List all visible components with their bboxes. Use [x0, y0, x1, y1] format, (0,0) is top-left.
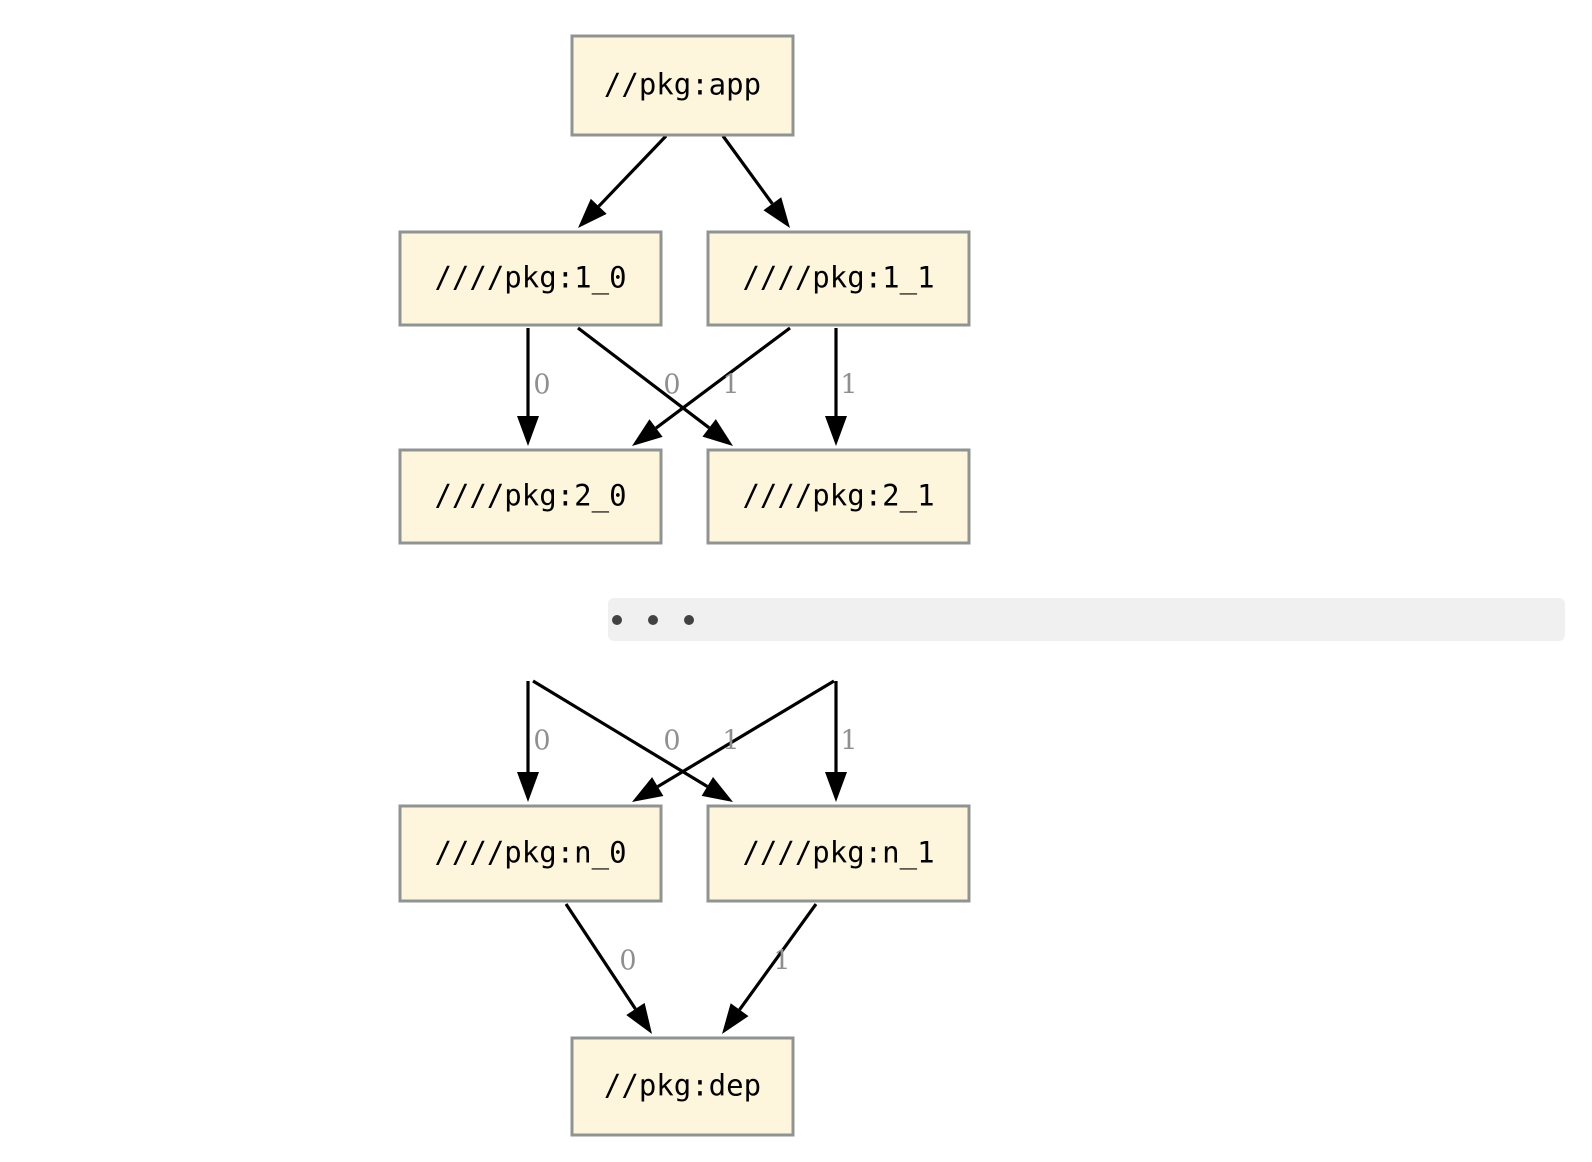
- node-box[interactable]: [398, 230, 663, 327]
- edge-label: 1: [773, 946, 790, 977]
- graph-node-n2_1[interactable]: ////pkg:2_1: [706, 448, 971, 545]
- edge-label: 1: [722, 726, 739, 757]
- node-label: //pkg:app: [604, 68, 761, 102]
- node-label: ////pkg:n_0: [434, 836, 626, 871]
- graph-edge: [632, 326, 791, 446]
- node-box[interactable]: [706, 230, 971, 327]
- edges-layer: [517, 134, 847, 1034]
- ellipsis-dot: [684, 615, 694, 625]
- edge-label: 1: [722, 370, 739, 401]
- node-label: ////pkg:1_0: [434, 261, 626, 296]
- graph-node-n1_0[interactable]: ////pkg:1_0: [398, 230, 663, 327]
- graph-edge: [517, 681, 539, 802]
- node-box[interactable]: [398, 804, 663, 903]
- node-box[interactable]: [570, 1036, 795, 1137]
- node-box[interactable]: [706, 448, 971, 545]
- graph-edge: [532, 679, 733, 802]
- graph-edge: [722, 903, 818, 1034]
- edge-label: 1: [840, 370, 857, 401]
- ellipsis-separator: [608, 598, 1565, 641]
- edge-label: 0: [663, 370, 680, 401]
- graph-edge: [578, 134, 668, 228]
- graph-edge: [632, 679, 835, 802]
- edge-label: 0: [663, 726, 680, 757]
- edge-label: 0: [533, 726, 550, 757]
- node-label: ////pkg:n_1: [742, 836, 934, 871]
- graph-edge: [825, 681, 847, 802]
- graph-edge: [577, 326, 733, 446]
- edge-label: 1: [840, 726, 857, 757]
- ellipsis-dot: [612, 615, 622, 625]
- node-box[interactable]: [706, 804, 971, 903]
- nodes-layer: //pkg:app ////pkg:1_0 ////pkg:1_1 ////pkg:2…: [398, 34, 971, 1137]
- graph-edge: [721, 135, 790, 228]
- graph-edge: [825, 328, 847, 446]
- graph-node-n2_0[interactable]: ////pkg:2_0: [398, 448, 663, 545]
- edge-labels-layer: 0 0 1 1 0 0 1 1 0 1: [533, 370, 857, 977]
- graph-node-app[interactable]: //pkg:app: [570, 34, 795, 137]
- graph-node-dep[interactable]: //pkg:dep: [570, 1036, 795, 1137]
- graph-node-nn_1[interactable]: ////pkg:n_1: [706, 804, 971, 903]
- node-label: ////pkg:2_1: [742, 479, 934, 514]
- ellipsis-dot: [648, 615, 658, 625]
- node-label: //pkg:dep: [604, 1069, 761, 1103]
- node-label: ////pkg:2_0: [434, 479, 626, 514]
- graph-node-nn_0[interactable]: ////pkg:n_0: [398, 804, 663, 903]
- edge-label: 0: [533, 370, 550, 401]
- edge-label: 0: [619, 946, 636, 977]
- graph-node-n1_1[interactable]: ////pkg:1_1: [706, 230, 971, 327]
- node-label: ////pkg:1_1: [742, 261, 934, 296]
- node-box[interactable]: [398, 448, 663, 545]
- node-box[interactable]: [570, 34, 795, 137]
- graph-edge: [564, 903, 652, 1034]
- ellipsis-band: [608, 598, 1565, 641]
- graph-edge: [517, 328, 539, 446]
